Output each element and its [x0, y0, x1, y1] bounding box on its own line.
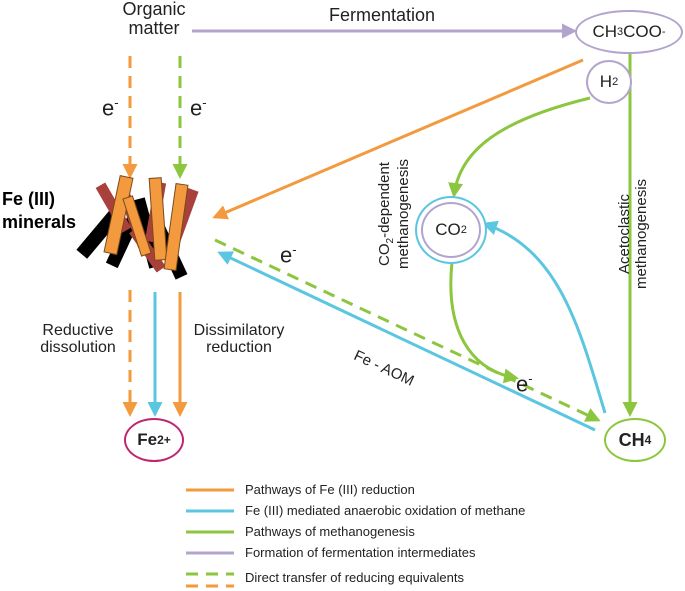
- reductive-dissolution-label: Reductive dissolution: [40, 322, 116, 357]
- legend-label: Pathways of Fe (III) reduction: [245, 482, 415, 497]
- legend-label: Pathways of methanogenesis: [245, 524, 415, 539]
- h2-to-co2-arrow: [448, 96, 591, 198]
- electron-lower-label: e-: [516, 371, 533, 397]
- legend-lines: [186, 488, 234, 588]
- legend-item: Fe (III) mediated anaerobic oxidation of…: [180, 501, 600, 521]
- acetate-to-fe3-arrow: [212, 58, 584, 220]
- electron-right-label: e-: [190, 95, 207, 121]
- electron-mid-label: e-: [280, 242, 297, 268]
- acetoclastic-label: Acetoclastic methanogenesis: [616, 178, 650, 290]
- ch4-to-co2-arrow: [482, 220, 607, 414]
- legend-label: Fe (III) mediated anaerobic oxidation of…: [245, 503, 526, 518]
- dissimilatory-reduction-label: Dissimilatory reduction: [193, 322, 285, 357]
- legend-item: Direct transfer of reducing equivalents: [180, 568, 600, 588]
- fe3-minerals-label: Fe (III) minerals: [2, 189, 77, 232]
- legend-item: Pathways of Fe (III) reduction: [180, 480, 600, 500]
- organic-matter-label: Organic matter: [122, 0, 186, 39]
- legend-item: Formation of fermentation intermediates: [180, 543, 600, 563]
- co2-methanogenesis-label: CO2-dependent methanogenesis: [376, 158, 413, 270]
- legend-item: Pathways of methanogenesis: [180, 522, 600, 542]
- fe-aom-arrow: [217, 251, 596, 432]
- fermentation-label: Fermentation: [329, 5, 436, 25]
- fe3-minerals-illustration: [76, 175, 199, 280]
- electron-left-label: e-: [102, 95, 119, 121]
- legend-label: Direct transfer of reducing equivalents: [245, 570, 464, 585]
- legend-label: Formation of fermentation intermediates: [245, 545, 476, 560]
- co2-to-ch4-arrow: [449, 261, 519, 384]
- legend: Pathways of Fe (III) reduction Fe (III) …: [180, 478, 600, 588]
- direct-transfer-dashed: [214, 238, 601, 422]
